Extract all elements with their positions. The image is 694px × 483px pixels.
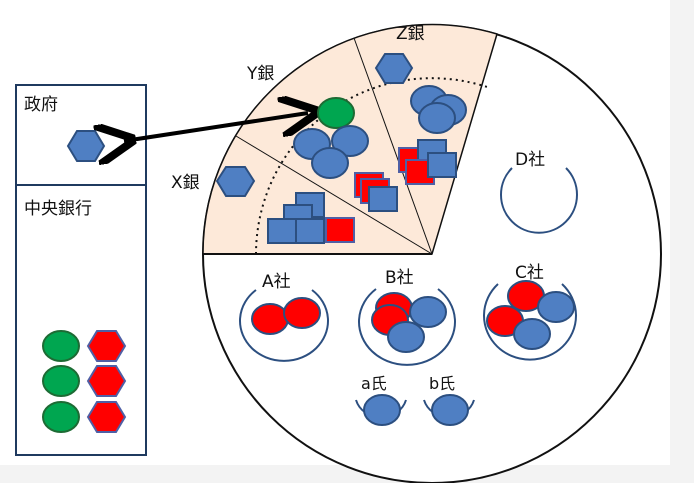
blue-square-icon	[368, 186, 398, 212]
green-circle-icon	[42, 365, 80, 397]
company-d-label: D社	[515, 150, 545, 170]
central-bank-label: 中央銀行	[24, 199, 92, 219]
government-bank-arrow	[124, 113, 308, 141]
blue-circle-icon	[431, 394, 469, 426]
blue-square-icon	[267, 218, 297, 244]
blue-circle-icon	[409, 296, 447, 328]
person-b-label: b氏	[429, 374, 455, 393]
bottom-margin	[0, 465, 694, 483]
company-d-wallet	[500, 167, 578, 234]
bank-y-label: Y銀	[246, 64, 274, 84]
bank-x-label: X銀	[171, 173, 200, 193]
blue-circle-icon	[537, 291, 575, 323]
red-hexagon-icon	[86, 330, 127, 362]
company-b-label: B社	[385, 268, 414, 288]
person-a-label: a氏	[361, 374, 387, 393]
bank-z-hexagon-icon	[374, 53, 414, 84]
red-square-icon	[325, 217, 355, 243]
central-bank-assets	[42, 330, 127, 433]
blue-circle-icon	[331, 125, 369, 157]
government-label: 政府	[24, 95, 58, 115]
blue-circle-icon	[418, 102, 456, 134]
green-circle-icon	[317, 97, 355, 129]
red-hexagon-icon	[86, 401, 127, 433]
green-circle-icon	[42, 330, 80, 362]
y-z-divider	[353, 37, 433, 255]
company-a-label: A社	[262, 272, 291, 292]
red-hexagon-icon	[86, 365, 127, 397]
central-bank-box	[15, 184, 147, 456]
right-margin	[670, 0, 694, 483]
bank-y-assets	[293, 97, 398, 212]
government-hexagon-icon	[66, 130, 106, 162]
top-margin	[0, 0, 694, 12]
red-circle-icon	[283, 297, 321, 329]
blue-circle-icon	[387, 321, 425, 353]
bank-x-assets	[267, 192, 355, 244]
company-c-wallet	[483, 283, 577, 361]
dotted-arc	[255, 77, 488, 255]
red-circle-icon	[251, 303, 289, 335]
blue-circle-icon	[513, 318, 551, 350]
bank-z-assets	[398, 85, 467, 185]
bank-x-hexagon-icon	[215, 166, 256, 197]
bank-z-label: Z銀	[396, 24, 425, 44]
blue-circle-icon	[311, 147, 349, 179]
company-b-wallet	[358, 288, 456, 366]
blue-circle-icon	[363, 394, 401, 426]
blue-square-icon	[427, 152, 457, 178]
company-a-wallet	[239, 289, 329, 362]
blue-square-icon	[295, 218, 325, 244]
company-c-label: C社	[515, 263, 544, 283]
green-circle-icon	[42, 401, 80, 433]
